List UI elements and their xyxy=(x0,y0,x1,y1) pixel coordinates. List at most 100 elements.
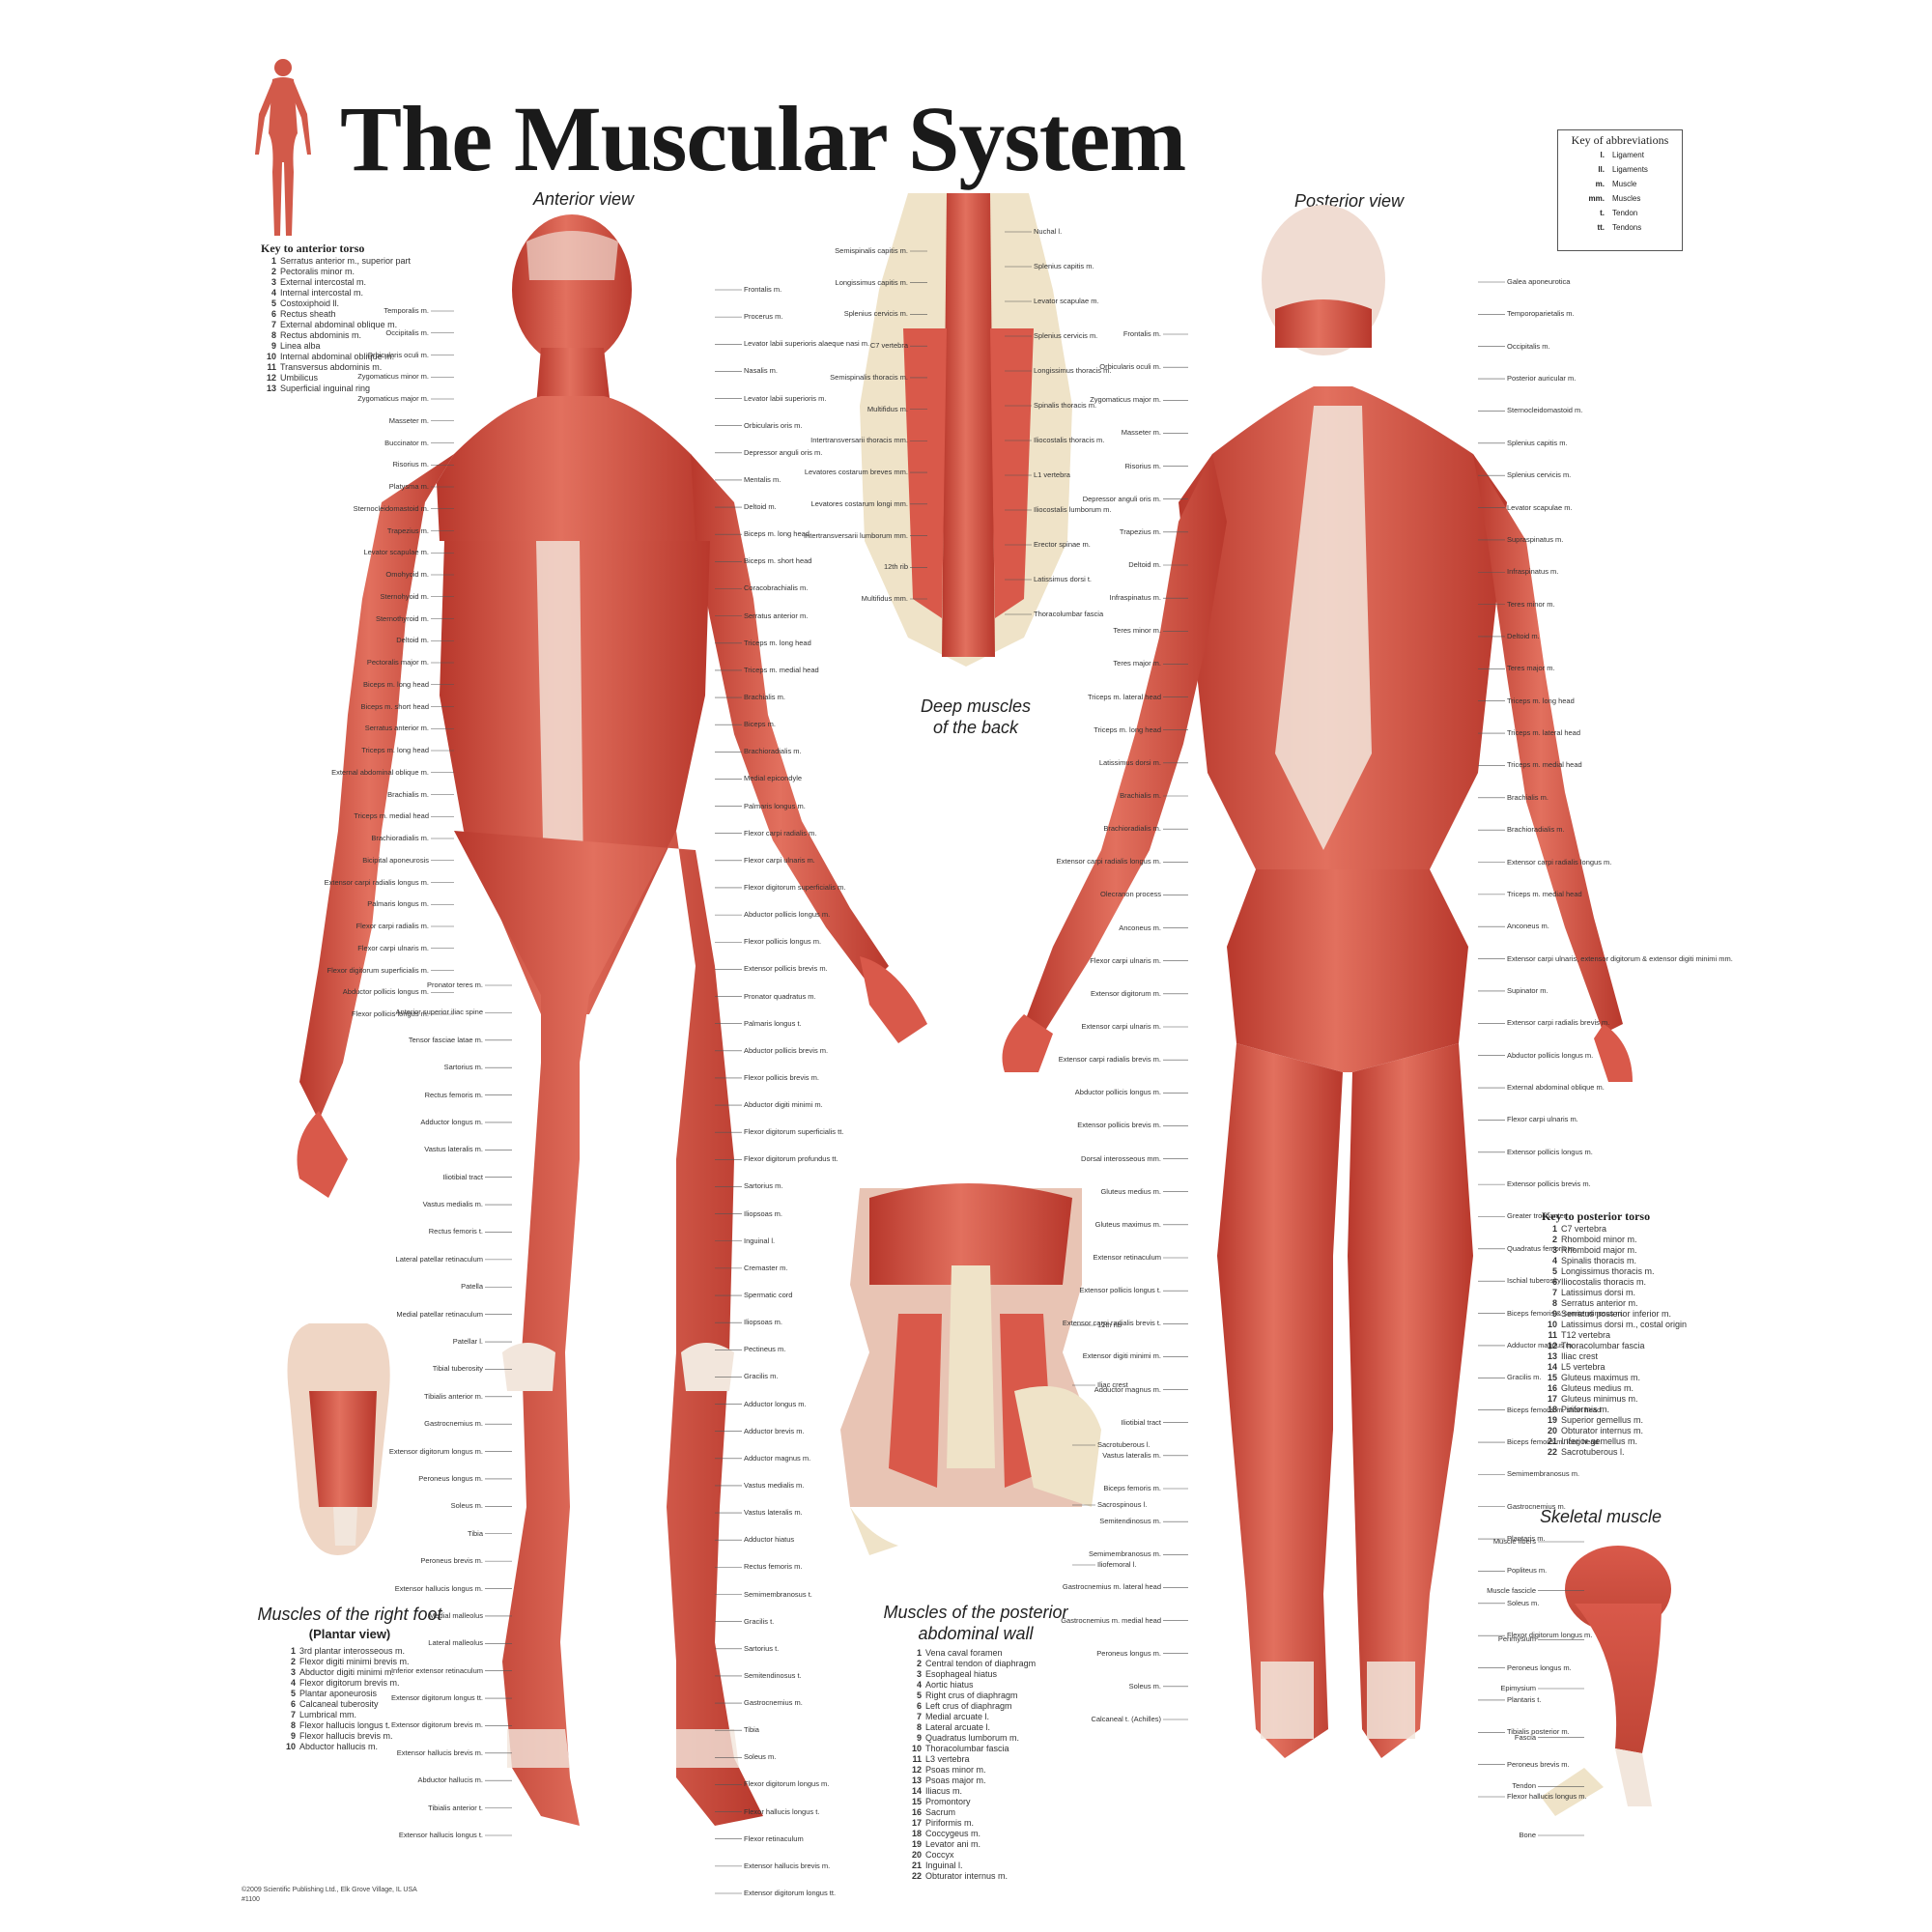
callout-label: Lateral malleolus xyxy=(428,1638,483,1648)
callout-label: Iliotibial tract xyxy=(1121,1417,1161,1427)
deep-back-caption: Deep muscles of the back xyxy=(920,696,1032,737)
callout-label: Dorsal interosseous mm. xyxy=(1081,1153,1161,1163)
callout-label: Extensor carpi ulnaris, extensor digitor… xyxy=(1507,953,1733,963)
callout-label: Longissimus thoracis m. xyxy=(1034,366,1112,375)
callout-label: Flexor digitorum longus m. xyxy=(744,1779,830,1789)
callout-label: Flexor retinaculum xyxy=(744,1833,804,1843)
callout-label: Iliocostalis lumborum m. xyxy=(1034,505,1112,514)
callout-label: Longissimus capitis m. xyxy=(835,277,908,287)
callout-label: Rectus femoris m. xyxy=(424,1090,483,1099)
callout-label: Brachioradialis m. xyxy=(1507,825,1565,835)
callout-label: Teres major m. xyxy=(1507,664,1555,673)
callout-label: Abductor pollicis longus m. xyxy=(342,987,429,997)
callout-label: Fascia xyxy=(1514,1732,1536,1742)
abbreviation-row: ll.Ligaments xyxy=(1558,162,1682,177)
callout-label: Teres major m. xyxy=(1113,659,1161,668)
callout-label: External abdominal oblique m. xyxy=(331,767,429,777)
callout-label: Soleus m. xyxy=(1507,1598,1540,1607)
callout-label: Buccinator m. xyxy=(384,438,429,447)
abdominal-figure xyxy=(840,1183,1101,1555)
callout-label: Triceps m. medial head xyxy=(1507,760,1582,770)
callout-label: Levatores costarum breves mm. xyxy=(804,468,908,477)
callout-label: Frontalis m. xyxy=(1122,329,1161,338)
callout-label: Splenius capitis m. xyxy=(1034,262,1094,270)
callout-label: Risorius m. xyxy=(392,460,429,469)
copyright: ©2009 Scientific Publishing Ltd., Elk Gr… xyxy=(242,1887,417,1893)
callout-label: Tibialis anterior m. xyxy=(424,1391,483,1401)
callout-label: Intertransversarii lumborum mm. xyxy=(804,530,908,540)
callout-label: Perimysium xyxy=(1497,1634,1536,1644)
callout-label: Calcaneal t. (Achilles) xyxy=(1091,1715,1161,1723)
callout-label: Extensor pollicis longus m. xyxy=(1507,1147,1593,1156)
callout-label: Deltoid m. xyxy=(744,502,777,512)
callout-label: Vastus lateralis m. xyxy=(1102,1450,1161,1460)
callout-label: Gastrocnemius m. xyxy=(744,1698,803,1708)
callout-label: Brachialis m. xyxy=(744,693,785,702)
callout-label: Extensor carpi radialis longus m. xyxy=(324,877,429,887)
callout-label: Adductor longus m. xyxy=(744,1399,807,1408)
callout-label: Vastus lateralis m. xyxy=(744,1508,803,1518)
callout-label: Biceps m. short head xyxy=(744,556,812,566)
callout-label: Abductor pollicis longus m. xyxy=(744,910,831,920)
callout-label: Sacrotuberous l. xyxy=(1097,1440,1151,1449)
callout-label: Depressor anguli oris m. xyxy=(744,447,823,457)
callout-label: Soleus m. xyxy=(744,1752,777,1762)
callout-label: Tibia xyxy=(744,1725,759,1735)
callout-label: Extensor hallucis brevis m. xyxy=(744,1861,831,1870)
callout-label: Gastrocnemius m. xyxy=(424,1419,483,1429)
callout-label: Epimysium xyxy=(1500,1684,1536,1692)
callout-label: Olecranon process xyxy=(1100,890,1161,899)
callout-label: Brachioradialis m. xyxy=(1103,824,1161,834)
callout-label: Plantaris t. xyxy=(1507,1694,1542,1704)
callout-label: Pectoralis major m. xyxy=(366,658,429,667)
callout-label: Peroneus brevis m. xyxy=(1507,1759,1570,1769)
callout-label: Supinator m. xyxy=(1507,985,1548,995)
callout-label: Extensor digitorum longus tt. xyxy=(744,1889,837,1897)
callout-label: Tensor fasciae latae m. xyxy=(408,1035,483,1044)
callout-label: Temporalis m. xyxy=(384,306,429,315)
callout-label: Occipitalis m. xyxy=(385,327,429,337)
callout-label: Lateral patellar retinaculum xyxy=(395,1254,483,1264)
callout-label: Sternothyroid m. xyxy=(375,613,429,623)
callout-label: Brachialis m. xyxy=(1507,792,1548,802)
callout-label: Bone xyxy=(1519,1831,1536,1839)
callout-label: Splenius cervicis m. xyxy=(1507,470,1572,480)
callout-label: Serratus anterior m. xyxy=(364,724,429,733)
callout-label: Risorius m. xyxy=(1124,461,1161,470)
posterior-figure xyxy=(1002,205,1633,1758)
callout-label: Gracilis t. xyxy=(744,1616,775,1626)
callout-label: Extensor digitorum longus tt. xyxy=(390,1693,483,1703)
callout-label: Frontalis m. xyxy=(744,285,782,294)
callout-label: Flexor carpi ulnaris m. xyxy=(1090,955,1161,965)
callout-label: Abductor pollicis brevis m. xyxy=(744,1045,829,1055)
callout-label: Platysma m. xyxy=(388,482,429,491)
callout-label: Extensor carpi radialis longus m. xyxy=(1507,857,1612,867)
callout-label: Muscle fascicle xyxy=(1487,1585,1536,1595)
abbreviation-row: m.Muscle xyxy=(1558,177,1682,191)
callout-label: Masseter m. xyxy=(1121,428,1161,438)
callout-label: Biceps m. long head xyxy=(363,679,429,689)
callout-label: Vastus medialis m. xyxy=(422,1200,483,1209)
